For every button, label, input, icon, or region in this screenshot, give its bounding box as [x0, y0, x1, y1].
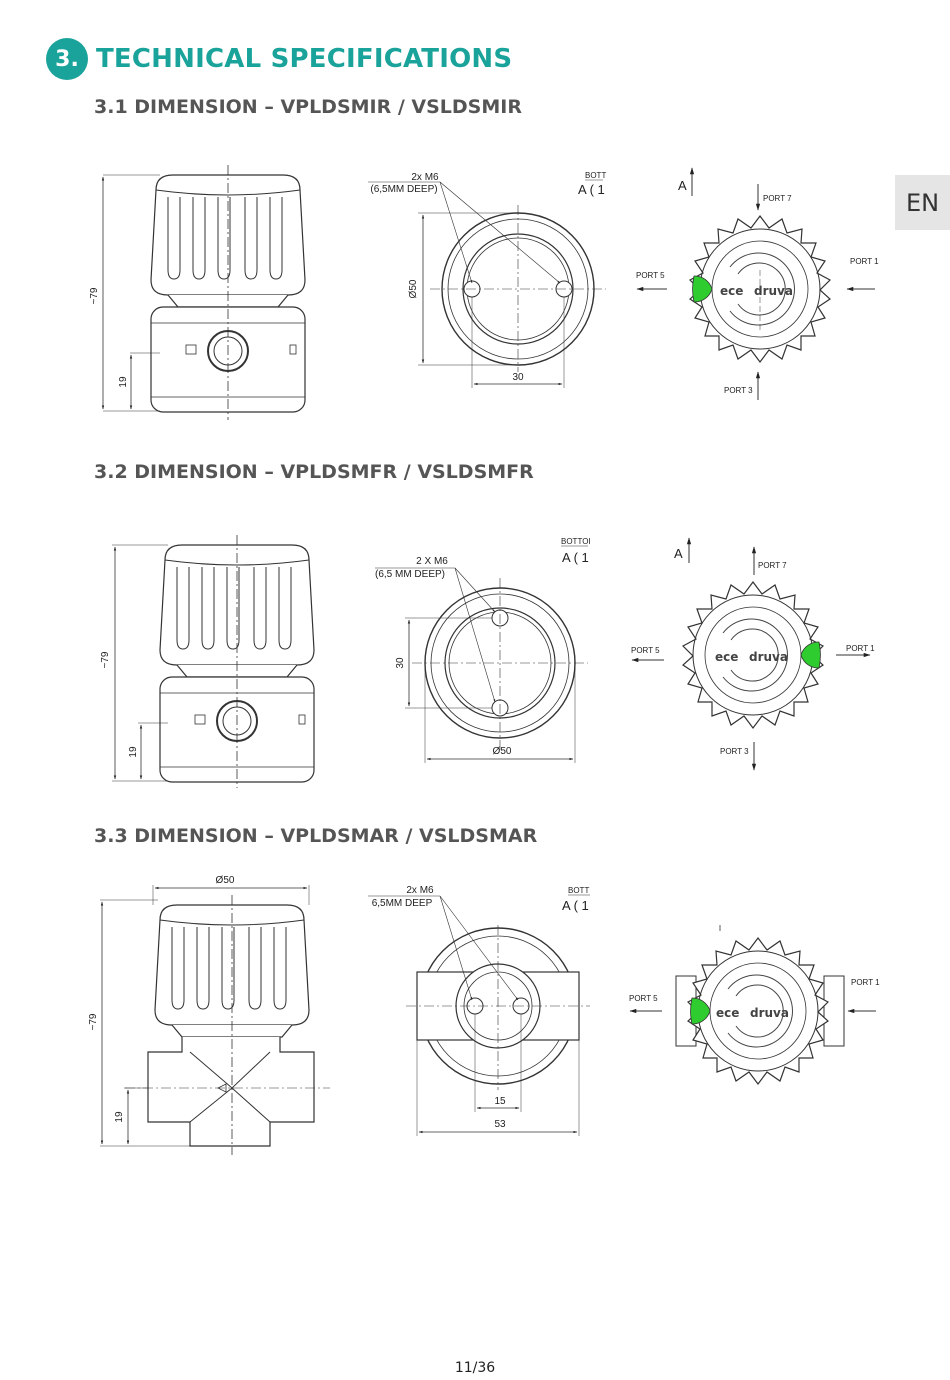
thread-depth-note: 6,5MM DEEP	[372, 898, 433, 909]
port-7-label: PORT 7	[758, 561, 787, 570]
port-7-label: PORT 7	[763, 194, 792, 203]
base-height-label: 19	[118, 376, 129, 388]
side-view-3-3: Ø50 ~79 19	[88, 875, 330, 1155]
spacing-label: 30	[512, 372, 524, 383]
language-tab[interactable]: EN	[895, 175, 950, 230]
height-label: ~79	[89, 287, 100, 304]
brand-logo: ece	[716, 1006, 739, 1020]
thread-depth-note: (6,5MM DEEP)	[370, 184, 437, 195]
port-indicator	[690, 997, 711, 1025]
thread-note: 2 X M6	[416, 556, 448, 567]
thread-depth-note: (6,5 MM DEEP)	[375, 569, 445, 580]
base-height-label: 19	[128, 746, 139, 758]
port-5-label: PORT 5	[631, 646, 660, 655]
view-sublabel: A ( 1	[562, 550, 589, 565]
side-view-3-1: ~79 19	[89, 165, 306, 420]
port-indicator	[692, 275, 713, 303]
brand-name: druva	[749, 650, 788, 664]
port-1-label: PORT 1	[851, 978, 880, 987]
brand-name: druva	[750, 1006, 789, 1020]
view-sublabel: A ( 1	[562, 898, 589, 913]
section-title-3-1: 3.1 DIMENSION – VPLDSMIR / VSLDSMIR	[94, 96, 522, 118]
port-5-label: PORT 5	[636, 271, 665, 280]
top-diameter-label: Ø50	[216, 875, 235, 886]
port-5-label: PORT 5	[629, 994, 658, 1003]
side-view-3-2: ~79 19	[100, 535, 315, 788]
bottom-view-3-1: 2x M6 (6,5MM DEEP) Ø50 30 BOTT A ( 1	[368, 171, 606, 388]
spacing-label: 15	[494, 1096, 506, 1107]
diameter-label: Ø50	[493, 746, 512, 757]
top-view-3-1: ece druva A PORT 7 PORT 1 PORT 5 PORT 3	[636, 167, 879, 400]
thread-note: 2x M6	[406, 885, 434, 896]
port-3-label: PORT 3	[724, 386, 753, 395]
top-view-3-2: ece druva A PORT 7 PORT 1 PORT 5 PORT 3	[631, 537, 875, 771]
thread-note: 2x M6	[411, 172, 439, 183]
brand-logo: ece	[715, 650, 738, 664]
port-indicator	[800, 641, 821, 669]
brand-name: druva	[754, 284, 793, 298]
bottom-view-3-3: 2x M6 6,5MM DEEP 15 53 BOTT A ( 1	[368, 885, 590, 1136]
port-1-label: PORT 1	[850, 257, 879, 266]
chapter-number-badge: 3.	[46, 38, 88, 80]
bottom-view-3-2: 2 X M6 (6,5 MM DEEP) 30 Ø50 BOTTOI A ( 1	[375, 537, 591, 763]
diameter-label: Ø50	[408, 279, 419, 298]
section-title-3-3: 3.3 DIMENSION – VPLDSMAR / VSLDSMAR	[94, 825, 538, 847]
chapter-title: TECHNICAL SPECIFICATIONS	[96, 44, 513, 74]
view-label: BOTT	[568, 886, 589, 895]
section-mark: A	[678, 178, 687, 193]
spacing-label: 30	[395, 657, 406, 669]
width-label: 53	[494, 1119, 506, 1130]
chapter-heading: 3. TECHNICAL SPECIFICATIONS	[46, 38, 512, 80]
brand-logo: ece	[720, 284, 743, 298]
base-height-label: 19	[114, 1111, 125, 1123]
view-label: BOTT	[585, 171, 606, 180]
view-label: BOTTOI	[561, 537, 591, 546]
section-title-3-2: 3.2 DIMENSION – VPLDSMFR / VSLDSMFR	[94, 461, 534, 483]
view-sublabel: A ( 1	[578, 182, 605, 197]
page-number: 11/36	[454, 1360, 496, 1376]
top-view-3-3: ece druva PORT 1 PORT 5	[629, 925, 880, 1085]
port-1-label: PORT 1	[846, 644, 875, 653]
port-3-label: PORT 3	[720, 747, 749, 756]
height-label: ~79	[100, 651, 111, 668]
section-mark: A	[674, 546, 683, 561]
height-label: ~79	[88, 1013, 99, 1030]
